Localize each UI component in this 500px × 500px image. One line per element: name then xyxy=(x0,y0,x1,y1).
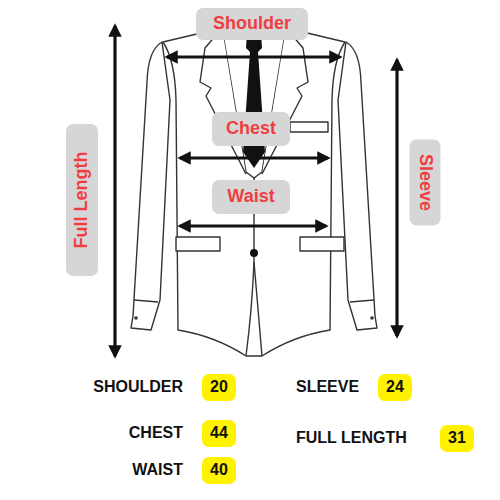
measure-name: CHEST xyxy=(23,423,183,443)
cuff-button xyxy=(134,316,138,320)
right-sleeve xyxy=(338,42,377,330)
tag-text: Full Length xyxy=(72,152,92,249)
waist-arrow xyxy=(180,224,326,227)
measure-name: SLEEVE xyxy=(296,377,456,397)
tag-text: Shoulder xyxy=(213,14,291,34)
tag-text: 20 xyxy=(210,378,228,396)
left-lapel xyxy=(200,28,246,174)
jacket-button xyxy=(250,249,258,257)
value-badge: 20 xyxy=(202,374,236,401)
tag-text: 40 xyxy=(210,461,228,479)
measure-tag: Waist xyxy=(212,180,290,214)
tag-text: Chest xyxy=(226,119,276,139)
shoulder-arrow xyxy=(167,55,340,58)
cuff-button xyxy=(370,316,374,320)
measure-tag: Sleeve xyxy=(410,139,441,225)
left-pocket xyxy=(176,237,220,251)
tag-text: 24 xyxy=(386,378,404,396)
chest-arrow xyxy=(180,156,328,159)
value-badge: 24 xyxy=(378,374,412,401)
measure-name: WAIST xyxy=(23,460,183,480)
measure-name: SHOULDER xyxy=(23,377,183,397)
measure-tag: Full Length xyxy=(66,124,98,276)
jacket-body xyxy=(163,28,345,356)
right-pocket xyxy=(300,237,344,251)
tag-text: 31 xyxy=(448,429,466,447)
tag-text: Sleeve xyxy=(415,153,435,210)
left-sleeve xyxy=(131,42,170,330)
tag-text: 44 xyxy=(210,424,228,442)
breast-pocket xyxy=(290,122,328,132)
front-opening xyxy=(254,262,262,356)
right-cuff-line xyxy=(350,300,374,302)
right-lapel xyxy=(262,28,308,174)
tag-text: Waist xyxy=(227,187,274,207)
measure-tag: Chest xyxy=(212,112,290,146)
value-badge: 31 xyxy=(440,425,474,452)
value-badge: 40 xyxy=(202,457,236,484)
value-badge: 44 xyxy=(202,420,236,447)
sleeve-arrow xyxy=(395,60,398,336)
measure-name: FULL LENGTH xyxy=(296,428,456,448)
left-cuff-line xyxy=(134,300,158,302)
full-length-arrow xyxy=(113,26,116,356)
measure-tag: Shoulder xyxy=(196,8,308,40)
necktie xyxy=(243,33,265,168)
